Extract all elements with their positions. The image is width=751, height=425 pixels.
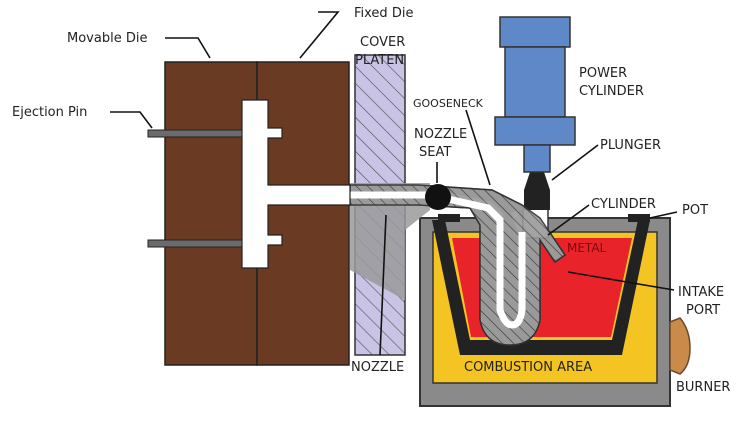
label-movable-die: Movable Die <box>67 31 147 46</box>
power-cylinder-rod <box>523 144 551 173</box>
burner <box>669 317 691 375</box>
pot-rim-right <box>628 214 650 222</box>
leader-gooseneck <box>465 109 491 186</box>
label-cover-platen-line2: PLATEN <box>355 53 404 68</box>
label-burner: BURNER <box>676 380 730 395</box>
fixed-die <box>256 61 350 366</box>
label-combustion-area: COMBUSTION AREA <box>464 360 592 375</box>
label-cylinder: CYLINDER <box>591 197 656 212</box>
leader-cylinder <box>547 204 590 236</box>
leader-intake-port <box>567 271 675 291</box>
plunger-head <box>524 190 550 210</box>
label-cover-platen-line1: COVER <box>360 35 405 50</box>
label-metal: METAL <box>567 241 607 255</box>
pot-rim-left <box>438 214 460 222</box>
leader-pot <box>649 211 678 219</box>
leader-plunger <box>551 144 599 181</box>
power-cylinder-base <box>494 116 576 146</box>
label-intake-port-line1: INTAKE <box>678 285 724 300</box>
label-fixed-die: Fixed Die <box>354 6 413 21</box>
leader-movable-die <box>165 37 211 59</box>
label-power-cylinder-line2: CYLINDER <box>579 84 644 99</box>
nozzle <box>350 183 430 300</box>
label-plunger: PLUNGER <box>600 138 661 153</box>
leader-ejection-pin <box>110 111 153 129</box>
label-power-cylinder-line1: POWER <box>579 66 627 81</box>
plunger-tip <box>524 172 550 190</box>
label-nozzle: NOZZLE <box>351 360 404 375</box>
label-gooseneck: GOOSENECK <box>413 97 484 110</box>
label-nozzle-seat-line2: SEAT <box>419 145 451 160</box>
power-cylinder-body <box>504 46 566 118</box>
ejection-pin-lower <box>147 239 243 248</box>
die-cavity <box>241 99 351 269</box>
power-cylinder-cap <box>499 16 571 48</box>
label-nozzle-seat-line1: NOZZLE <box>414 127 467 142</box>
leader-fixed-die <box>299 11 340 59</box>
label-ejection-pin: Ejection Pin <box>12 105 87 120</box>
leader-nozzle <box>379 214 387 356</box>
ejection-pin-upper <box>147 129 243 138</box>
nozzle-seat <box>425 184 451 210</box>
label-pot: POT <box>682 203 708 218</box>
label-intake-port-line2: PORT <box>686 303 720 318</box>
